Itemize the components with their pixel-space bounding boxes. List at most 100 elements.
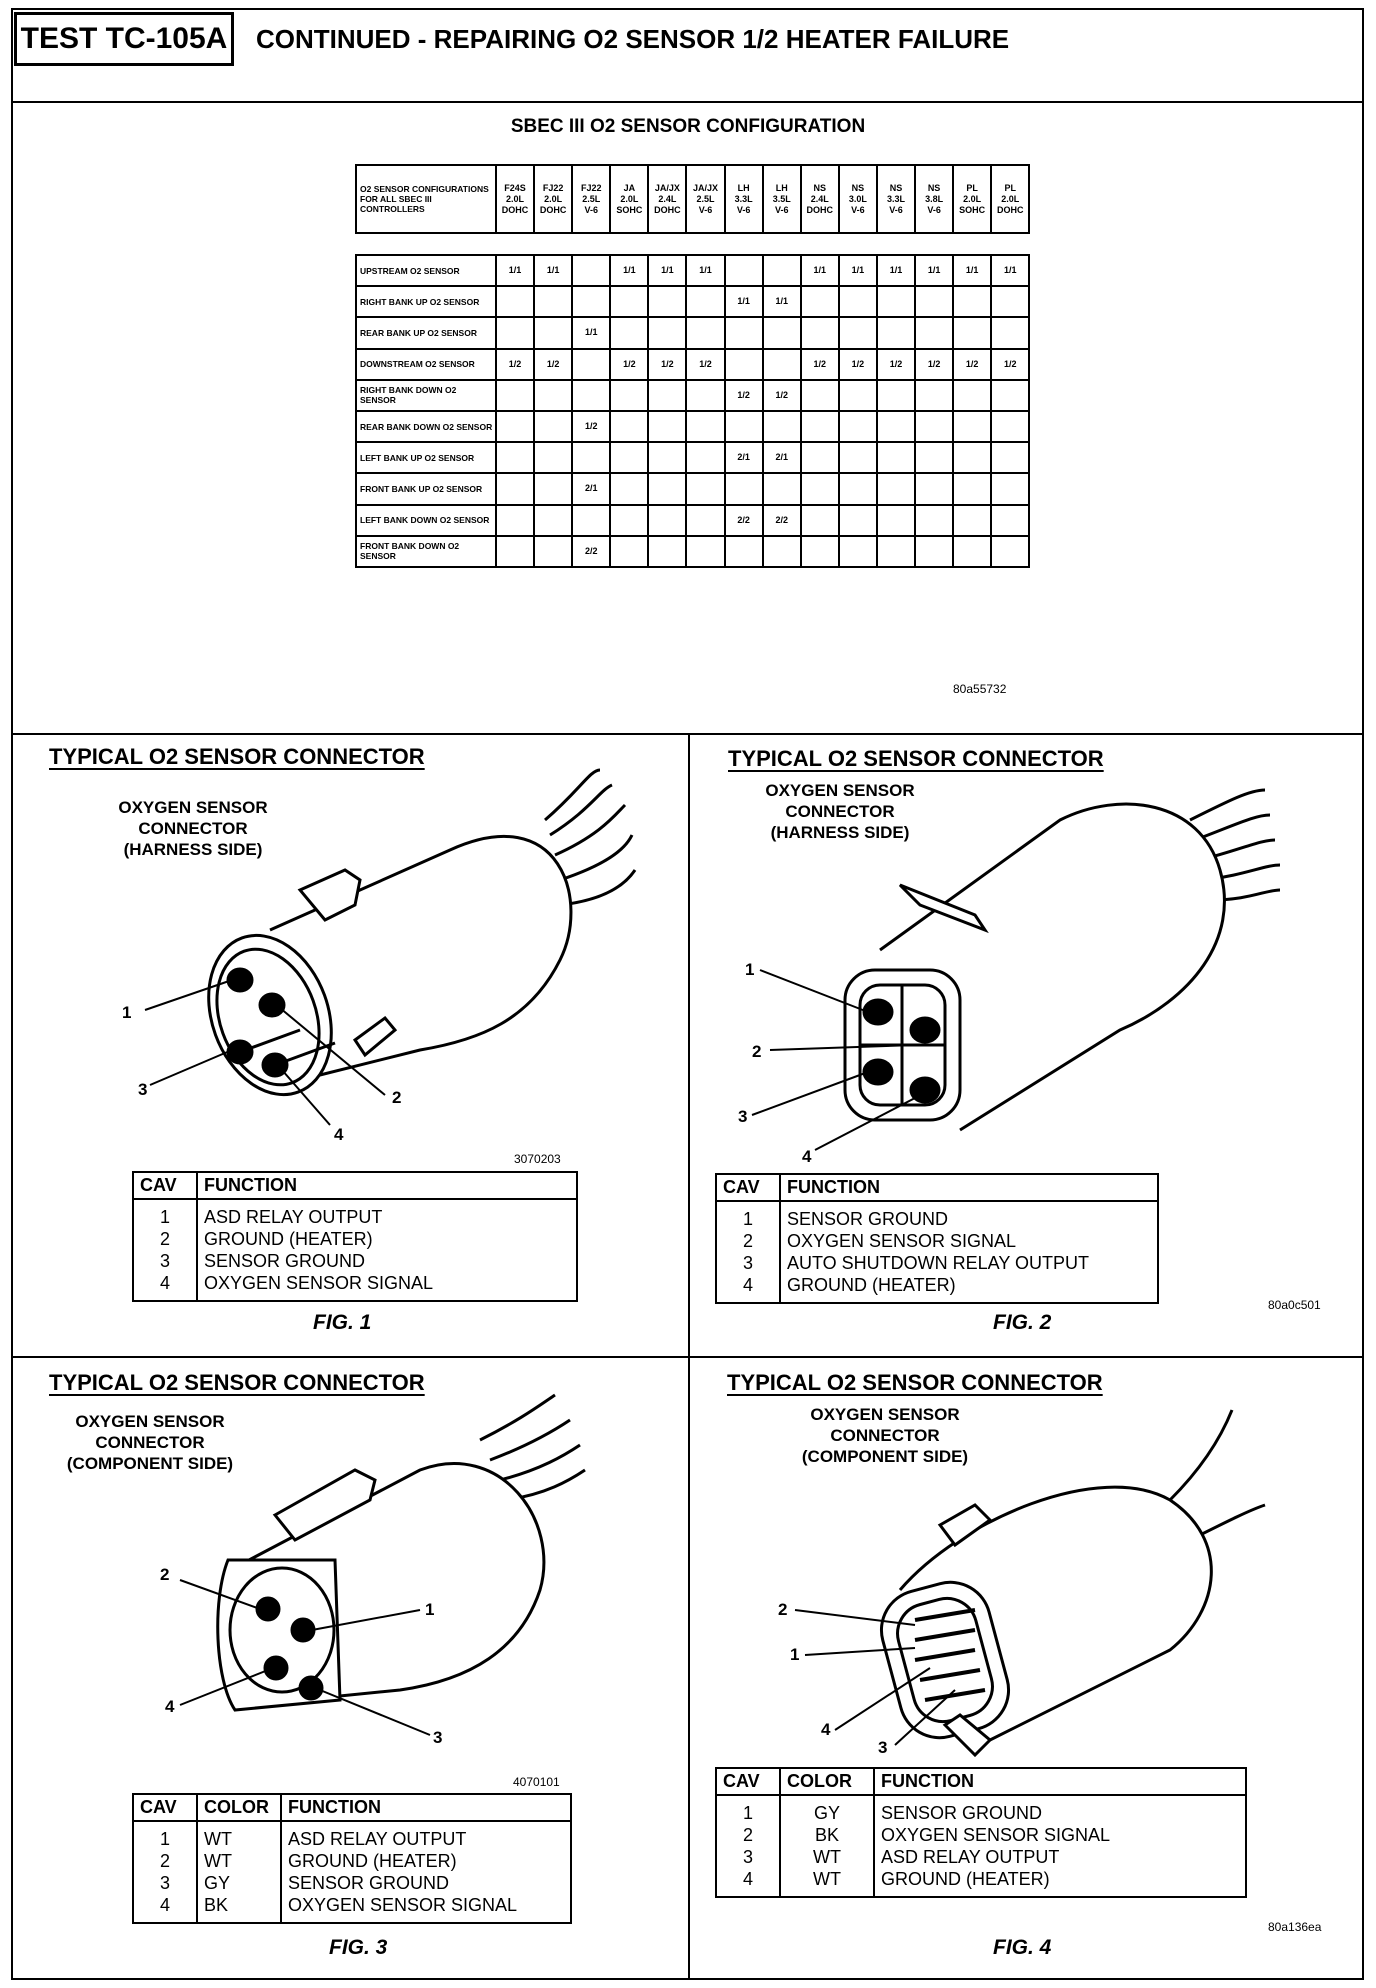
config-cell <box>914 503 955 537</box>
config-cell <box>837 441 878 475</box>
config-title: SBEC III O2 SENSOR CONFIGURATION <box>510 116 866 137</box>
config-cell <box>647 534 688 568</box>
config-cell <box>723 347 764 381</box>
config-cell: 1/2 <box>723 378 764 412</box>
config-cell <box>685 378 726 412</box>
config-cell <box>571 347 612 381</box>
config-cell <box>990 409 1031 444</box>
config-cell <box>875 409 917 444</box>
config-cell <box>494 378 536 412</box>
config-cell <box>990 503 1031 537</box>
config-cell <box>571 253 612 288</box>
config-cell: 1/1 <box>609 253 650 288</box>
config-cell: 1/1 <box>685 253 726 288</box>
config-cell <box>494 534 536 568</box>
config-cell: 1/1 <box>837 253 878 288</box>
config-cell <box>571 285 612 319</box>
config-cell <box>494 409 536 444</box>
fig2-title: TYPICAL O2 SENSOR CONNECTOR <box>728 746 1104 771</box>
fig3-connector-label-text: OXYGEN SENSOR CONNECTOR (COMPONENT SIDE) <box>66 1412 234 1473</box>
config-cell <box>494 472 536 506</box>
config-cell <box>914 316 955 350</box>
fig2-callout-3: 3 <box>738 1107 748 1126</box>
fig4-header-color: COLOR <box>779 1767 875 1796</box>
config-cell: 1/2 <box>914 347 955 381</box>
config-cell <box>990 316 1031 350</box>
config-cell <box>494 316 536 350</box>
config-cell <box>647 409 688 444</box>
config-cell <box>914 409 955 444</box>
config-cell: 1/2 <box>685 347 726 381</box>
config-cell <box>609 316 650 350</box>
config-cell: 1/1 <box>952 253 993 288</box>
config-cell <box>647 285 688 319</box>
config-cell <box>990 472 1031 506</box>
config-cell <box>799 316 840 350</box>
config-row-label: REAR BANK DOWN O2 SENSOR <box>355 409 497 444</box>
test-id: TEST TC-105A <box>20 22 228 55</box>
fig2-image-id: 80a0c501 <box>1268 1298 1321 1312</box>
fig1-image-id: 3070203 <box>514 1152 561 1166</box>
config-cell: 2/2 <box>571 534 612 568</box>
fig3-connector-illustration <box>179 1393 586 1736</box>
fig4-header-function: FUNCTION <box>873 1767 1247 1796</box>
config-cell: 2/1 <box>761 441 802 475</box>
config-cell <box>494 441 536 475</box>
fig2-callout-4: 4 <box>802 1147 812 1166</box>
fig3-header-function: FUNCTION <box>280 1793 572 1822</box>
config-cell <box>723 253 764 288</box>
config-cell: 1/2 <box>799 347 840 381</box>
config-cell: 1/1 <box>990 253 1031 288</box>
fig1-callout-1: 1 <box>122 1003 132 1022</box>
config-cell <box>837 472 878 506</box>
config-cell <box>533 409 574 444</box>
page-frame <box>11 8 1364 1980</box>
fig3-caption: FIG. 3 <box>329 1936 388 1959</box>
config-cell: 1/1 <box>799 253 840 288</box>
config-cell <box>875 441 917 475</box>
config-row-label: REAR BANK UP O2 SENSOR <box>355 316 497 350</box>
fig3-title: TYPICAL O2 SENSOR CONNECTOR <box>49 1370 425 1395</box>
fig3-header-color: COLOR <box>196 1793 282 1822</box>
config-cell <box>685 534 726 568</box>
fig4-caption: FIG. 4 <box>993 1936 1052 1959</box>
config-cell <box>609 503 650 537</box>
config-cell <box>647 378 688 412</box>
config-cell <box>990 378 1031 412</box>
config-cell <box>571 441 612 475</box>
config-cell <box>723 316 764 350</box>
config-cell <box>799 378 840 412</box>
config-cell <box>990 534 1031 568</box>
config-cell: 1/2 <box>494 347 536 381</box>
fig2-connector-label: OXYGEN SENSOR CONNECTOR (HARNESS SIDE) <box>765 781 915 842</box>
config-cell: 1/2 <box>571 409 612 444</box>
fig3-header-cav: CAV <box>132 1793 198 1822</box>
config-cell <box>761 409 802 444</box>
config-cell <box>723 409 764 444</box>
config-cell <box>875 316 917 350</box>
fig4-callout-4: 4 <box>821 1720 831 1739</box>
config-cell <box>990 441 1031 475</box>
config-cell <box>609 409 650 444</box>
fig1-header-cav: CAV <box>132 1171 198 1200</box>
config-cell: 1/1 <box>761 285 802 319</box>
config-cell <box>609 285 650 319</box>
config-cell <box>685 472 726 506</box>
config-cell <box>761 534 802 568</box>
config-cell <box>533 285 574 319</box>
test-id-box: TEST TC-105A <box>14 12 234 66</box>
